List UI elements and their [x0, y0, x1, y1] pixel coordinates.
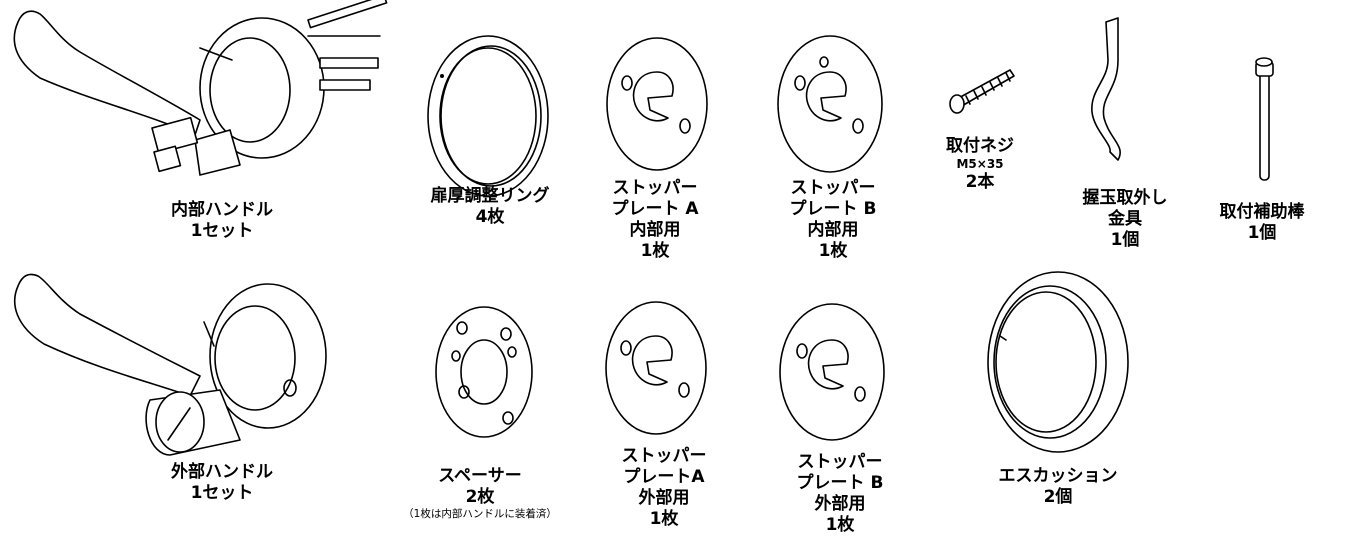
label-spacer: スペーサー 2枚 （1枚は内部ハンドルに装着済）: [403, 466, 557, 520]
label-stopper-b-inner: ストッパー プレート B 内部用 1枚: [789, 178, 877, 261]
screw-drawing: [949, 69, 1015, 114]
aux-rod-drawing: [1255, 57, 1274, 181]
label-stopper-b-outer: ストッパー プレート B 外部用 1枚: [796, 452, 884, 535]
label-screw: 取付ネジ M5×35 2本: [946, 136, 1014, 192]
escutcheon-drawing: [987, 271, 1129, 453]
spacer-drawing: [435, 306, 533, 438]
label-escutcheon: エスカッション 2個: [998, 466, 1118, 507]
label-inner-handle: 内部ハンドル 1セット: [171, 200, 273, 241]
label-aux-rod: 取付補助棒 1個: [1219, 202, 1305, 243]
label-stopper-a-inner: ストッパー プレート A 内部用 1枚: [611, 178, 699, 261]
outer-handle-drawing: [14, 273, 327, 456]
stopper-b-inner-drawing: [777, 35, 883, 173]
stopper-b-outer-drawing: [779, 303, 885, 441]
label-stopper-a-outer: ストッパー プレートA 外部用 1枚: [621, 446, 707, 529]
stopper-a-inner-drawing: [606, 37, 708, 171]
label-knob-tool: 握玉取外し 金具 1個: [1082, 188, 1168, 250]
inner-handle-drawing: [13, 0, 388, 176]
label-door-ring: 扉厚調整リング 4枚: [430, 186, 550, 227]
stopper-a-outer-drawing: [605, 301, 707, 435]
knob-tool-drawing: [1091, 17, 1121, 161]
label-outer-handle: 外部ハンドル 1セット: [171, 462, 273, 503]
door-ring-drawing: [427, 35, 549, 197]
